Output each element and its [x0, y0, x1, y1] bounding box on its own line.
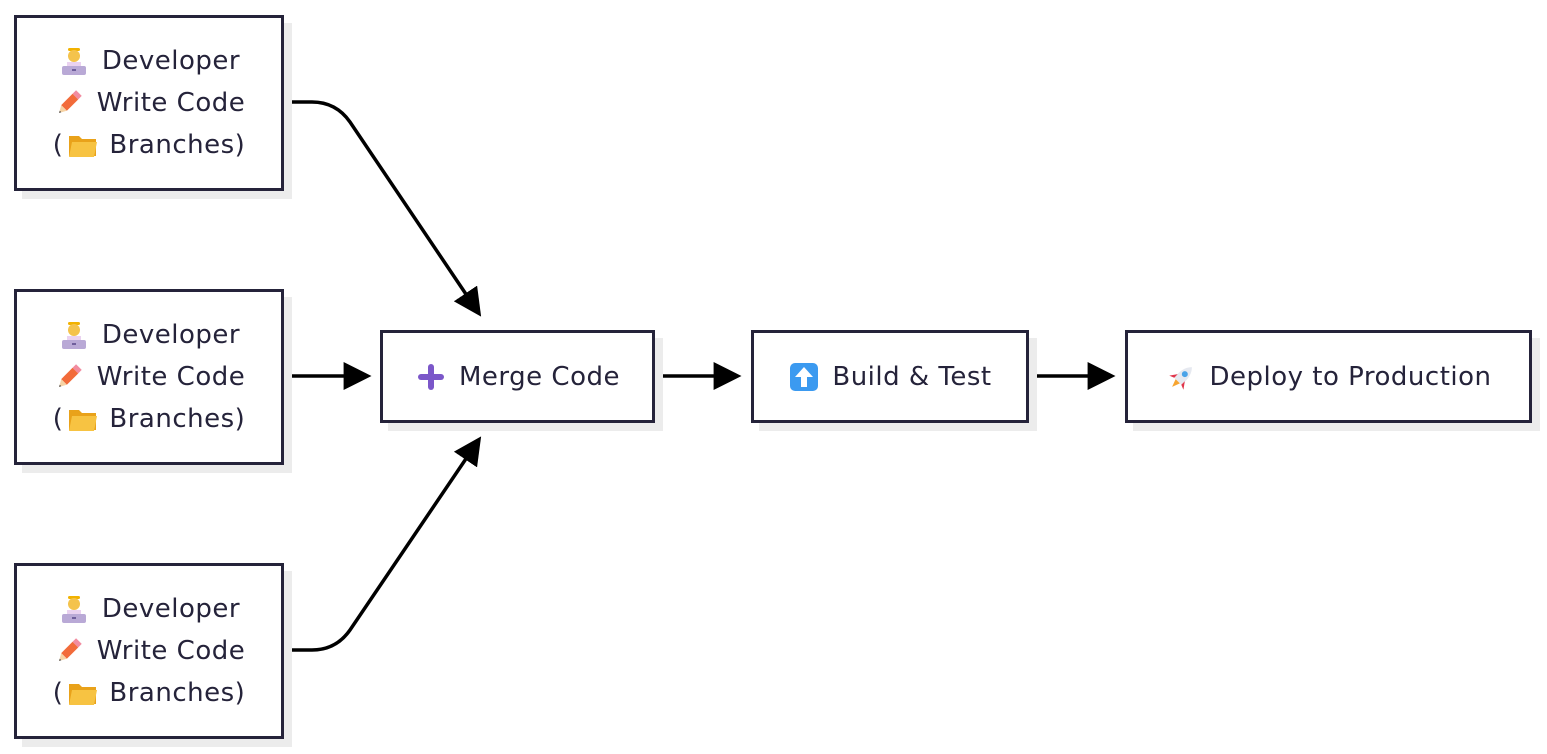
pencil-icon — [53, 361, 85, 393]
write-code-label: Write Code — [96, 362, 246, 392]
developer-node-2: Developer Write Code ( Branches) — [14, 289, 284, 465]
deploy-node: Deploy to Production — [1125, 330, 1532, 423]
folder-icon — [67, 677, 99, 709]
developer-node-1: Developer Write Code ( Branches) — [14, 15, 284, 191]
build-test-node: Build & Test — [751, 330, 1029, 423]
edge-developer-3-to-merge — [284, 436, 482, 652]
pencil-icon — [53, 87, 85, 119]
plus-icon — [415, 361, 447, 393]
write-code-line: Write Code — [53, 630, 245, 672]
pencil-icon — [53, 635, 85, 667]
developer-line: Developer — [58, 314, 240, 356]
developer-line: Developer — [58, 588, 240, 630]
technologist-icon — [58, 45, 90, 77]
deploy-label: Deploy to Production — [1209, 361, 1492, 392]
build-test-line: Build & Test — [788, 356, 991, 398]
developer-node-3: Developer Write Code ( Branches) — [14, 563, 284, 739]
up-arrow-icon — [788, 361, 820, 393]
developer-label: Developer — [101, 46, 241, 76]
technologist-icon — [58, 319, 90, 351]
branches-label: Branches) — [109, 130, 246, 160]
branches-line: ( Branches) — [53, 398, 246, 440]
write-code-label: Write Code — [96, 636, 246, 666]
build-test-label: Build & Test — [832, 361, 992, 392]
developer-label: Developer — [101, 320, 241, 350]
open-paren: ( — [52, 678, 64, 708]
open-paren: ( — [52, 404, 64, 434]
write-code-label: Write Code — [96, 88, 246, 118]
edge-developer-1-to-merge — [284, 100, 482, 317]
open-paren: ( — [52, 130, 64, 160]
merge-code-label: Merge Code — [459, 361, 620, 392]
folder-icon — [67, 129, 99, 161]
deploy-line: Deploy to Production — [1166, 356, 1492, 398]
branches-line: ( Branches) — [53, 672, 246, 714]
branches-line: ( Branches) — [53, 124, 246, 166]
technologist-icon — [58, 593, 90, 625]
rocket-icon — [1166, 361, 1198, 393]
branches-label: Branches) — [109, 678, 246, 708]
branches-label: Branches) — [109, 404, 246, 434]
write-code-line: Write Code — [53, 356, 245, 398]
merge-code-line: Merge Code — [415, 356, 620, 398]
write-code-line: Write Code — [53, 82, 245, 124]
developer-line: Developer — [58, 40, 240, 82]
merge-code-node: Merge Code — [380, 330, 655, 423]
folder-icon — [67, 403, 99, 435]
developer-label: Developer — [101, 594, 241, 624]
